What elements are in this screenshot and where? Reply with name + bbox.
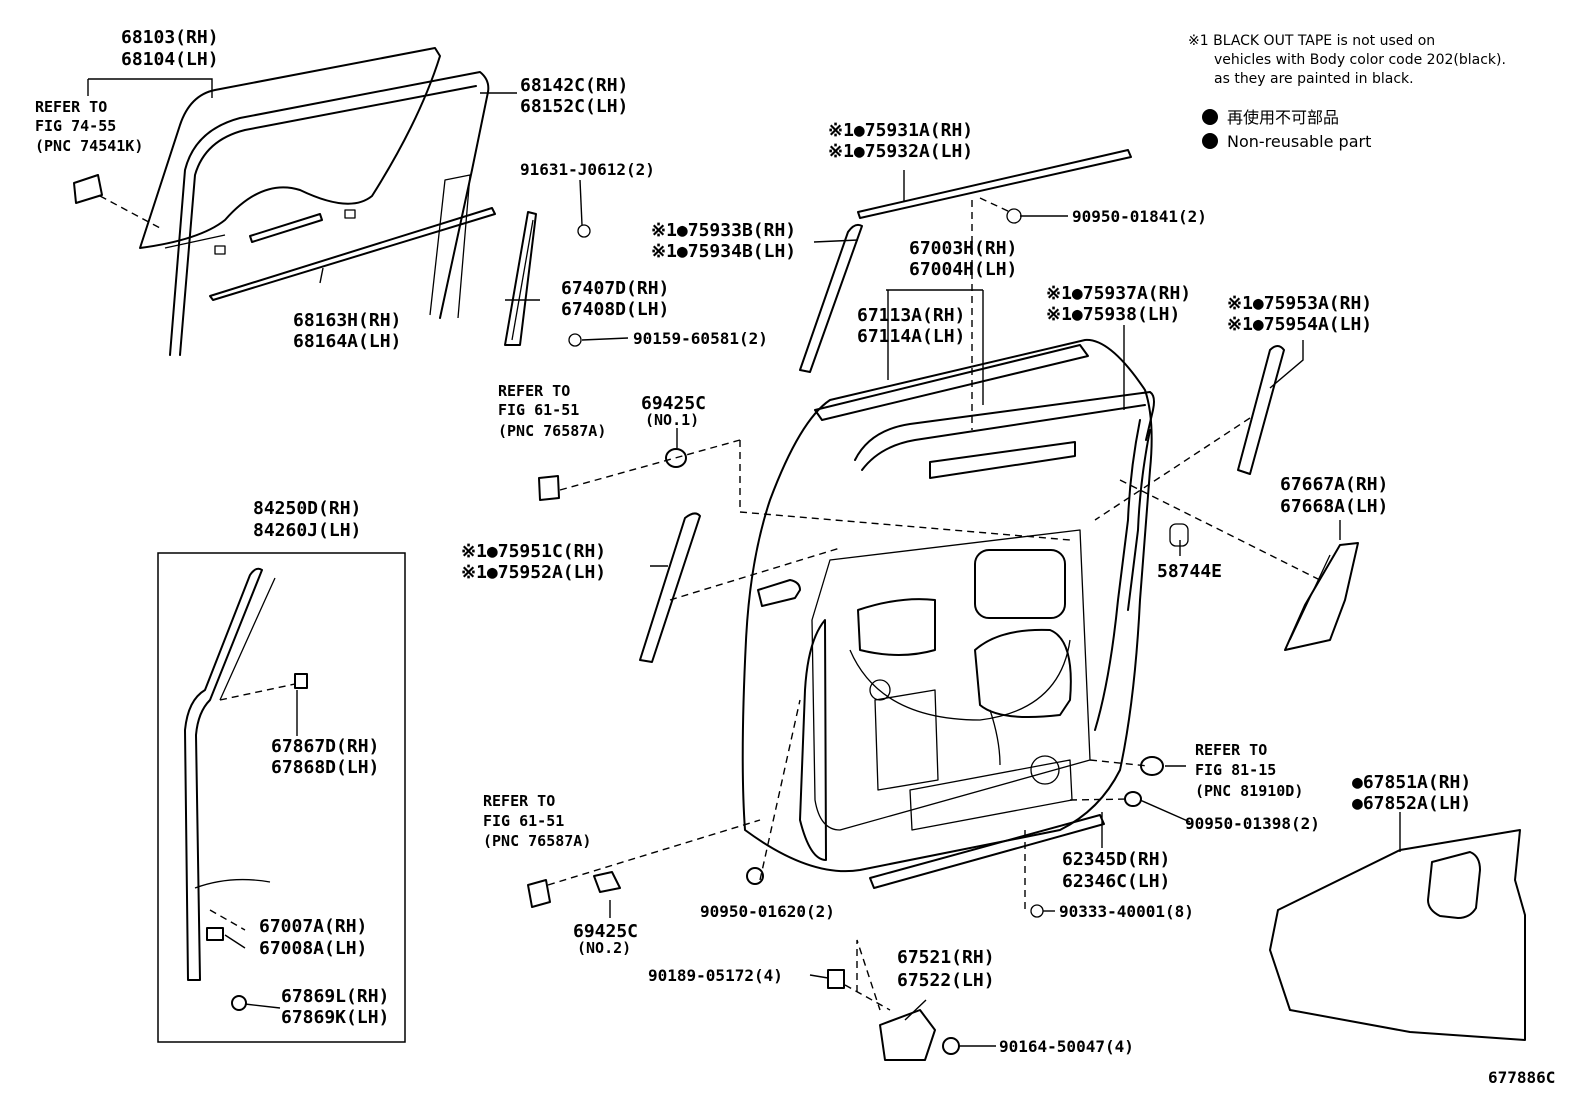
leader-lines: [87, 78, 1401, 1047]
label-84250: 84250D(RH): [253, 498, 361, 519]
label-refer-74-line3: (PNC 74541K): [35, 137, 143, 155]
label-67114: 67114A(LH): [857, 326, 965, 347]
note-line-2: vehicles with Body color code 202(black)…: [1214, 52, 1506, 68]
label-refer-61a-line2: FIG 61-51: [498, 401, 579, 419]
door-channel-drawing: [504, 211, 591, 347]
label-67407: 67407D(RH): [561, 278, 669, 299]
label-67008: 67008A(LH): [259, 938, 367, 959]
label-75933: ※1●75933B(RH): [651, 220, 796, 241]
label-75931: ※1●75931A(RH): [828, 120, 973, 141]
label-68103: 68103(RH): [121, 27, 219, 48]
label-refer-61b-line1: REFER TO: [483, 792, 555, 810]
molding-75951-drawing: [639, 512, 701, 663]
refer-tag-icon: [538, 475, 560, 501]
belt-molding-drawing: [209, 207, 496, 301]
label-90950-01620: 90950-01620(2): [700, 902, 835, 921]
molding-75931-drawing: [857, 149, 1132, 219]
label-69425c-no1: 69425C: [641, 393, 706, 414]
label-67851: ●67851A(RH): [1352, 772, 1471, 793]
label-75934: ※1●75934B(LH): [651, 241, 796, 262]
label-refer-61a-line1: REFER TO: [498, 382, 570, 400]
door-insulator-drawing: [1269, 829, 1526, 1041]
label-69425c-no2-sub: (NO.2): [577, 939, 631, 957]
label-refer-74-line2: FIG 74-55: [35, 117, 116, 135]
label-67867: 67867D(RH): [271, 736, 379, 757]
refer-tag-icon: [527, 879, 551, 908]
label-refer-81-line2: FIG 81-15: [1195, 761, 1276, 779]
glass-run-drawing: [169, 71, 490, 356]
refer-tag-icon: [73, 174, 103, 204]
label-58744: 58744E: [1157, 561, 1222, 582]
door-glass-drawing: [139, 47, 441, 249]
label-90950-01841: 90950-01841(2): [1072, 207, 1207, 226]
legend-en: Non-reusable part: [1227, 132, 1371, 151]
label-67003: 67003H(RH): [909, 238, 1017, 259]
label-75952: ※1●75952A(LH): [461, 562, 606, 583]
label-67868: 67868D(LH): [271, 757, 379, 778]
legend-dot-icon: [1202, 109, 1218, 125]
inset-box: [157, 552, 406, 1043]
door-panel-drawing: [741, 338, 1189, 889]
label-90950-01398: 90950-01398(2): [1185, 814, 1320, 833]
label-refer-74-line1: REFER TO: [35, 98, 107, 116]
legend-jp: 再使用不可部品: [1227, 108, 1339, 127]
label-90333: 90333-40001(8): [1059, 902, 1194, 921]
label-69425c-no1-sub: (NO.1): [645, 411, 699, 429]
note-line-3: as they are painted in black.: [1214, 71, 1414, 87]
notes-block: ※1 BLACK OUT TAPE is not used on vehicle…: [1188, 33, 1506, 151]
label-refer-61a-line3: (PNC 76587A): [498, 422, 606, 440]
label-67869l: 67869L(RH): [281, 986, 389, 1007]
label-67668: 67668A(LH): [1280, 496, 1388, 517]
label-67004: 67004H(LH): [909, 259, 1017, 280]
molding-75953-drawing: [1237, 345, 1285, 475]
label-67007: 67007A(RH): [259, 916, 367, 937]
label-69425c-no2: 69425C: [573, 921, 638, 942]
label-68142: 68142C(RH): [520, 75, 628, 96]
label-62345: 62345D(RH): [1062, 849, 1170, 870]
label-67408: 67408D(LH): [561, 299, 669, 320]
trim-67667-line: [1289, 554, 1331, 641]
trim-67667-drawing: [1284, 542, 1359, 651]
label-75938: ※1●75938(LH): [1046, 304, 1180, 325]
label-68152: 68152C(LH): [520, 96, 628, 117]
label-90159: 90159-60581(2): [633, 329, 768, 348]
label-75953: ※1●75953A(RH): [1227, 293, 1372, 314]
label-75932: ※1●75932A(LH): [828, 141, 973, 162]
note-line-1: ※1 BLACK OUT TAPE is not used on: [1188, 33, 1435, 49]
diagram-code: 677886C: [1488, 1068, 1555, 1087]
label-84260: 84260J(LH): [253, 520, 361, 541]
label-91631: 91631-J0612(2): [520, 160, 655, 179]
label-90189: 90189-05172(4): [648, 966, 783, 985]
molding-75933-drawing: [799, 223, 863, 373]
part-labels: 68103(RH) 68104(LH) REFER TO FIG 74-55 (…: [35, 27, 1555, 1087]
label-75937: ※1●75937A(RH): [1046, 283, 1191, 304]
label-67521: 67521(RH): [897, 947, 995, 968]
label-68164: 68164A(LH): [293, 331, 401, 352]
label-67522: 67522(LH): [897, 970, 995, 991]
legend-dot-icon: [1202, 133, 1218, 149]
label-67113: 67113A(RH): [857, 305, 965, 326]
label-refer-81-line1: REFER TO: [1195, 741, 1267, 759]
label-75951: ※1●75951C(RH): [461, 541, 606, 562]
label-refer-81-line3: (PNC 81910D): [1195, 782, 1303, 800]
label-68104: 68104(LH): [121, 49, 219, 70]
label-75954: ※1●75954A(LH): [1227, 314, 1372, 335]
label-67667: 67667A(RH): [1280, 474, 1388, 495]
label-refer-61b-line3: (PNC 76587A): [483, 832, 591, 850]
label-67852: ●67852A(LH): [1352, 793, 1471, 814]
label-67869k: 67869K(LH): [281, 1007, 389, 1028]
label-68163: 68163H(RH): [293, 310, 401, 331]
label-62346: 62346C(LH): [1062, 871, 1170, 892]
label-refer-61b-line2: FIG 61-51: [483, 812, 564, 830]
label-90164: 90164-50047(4): [999, 1037, 1134, 1056]
